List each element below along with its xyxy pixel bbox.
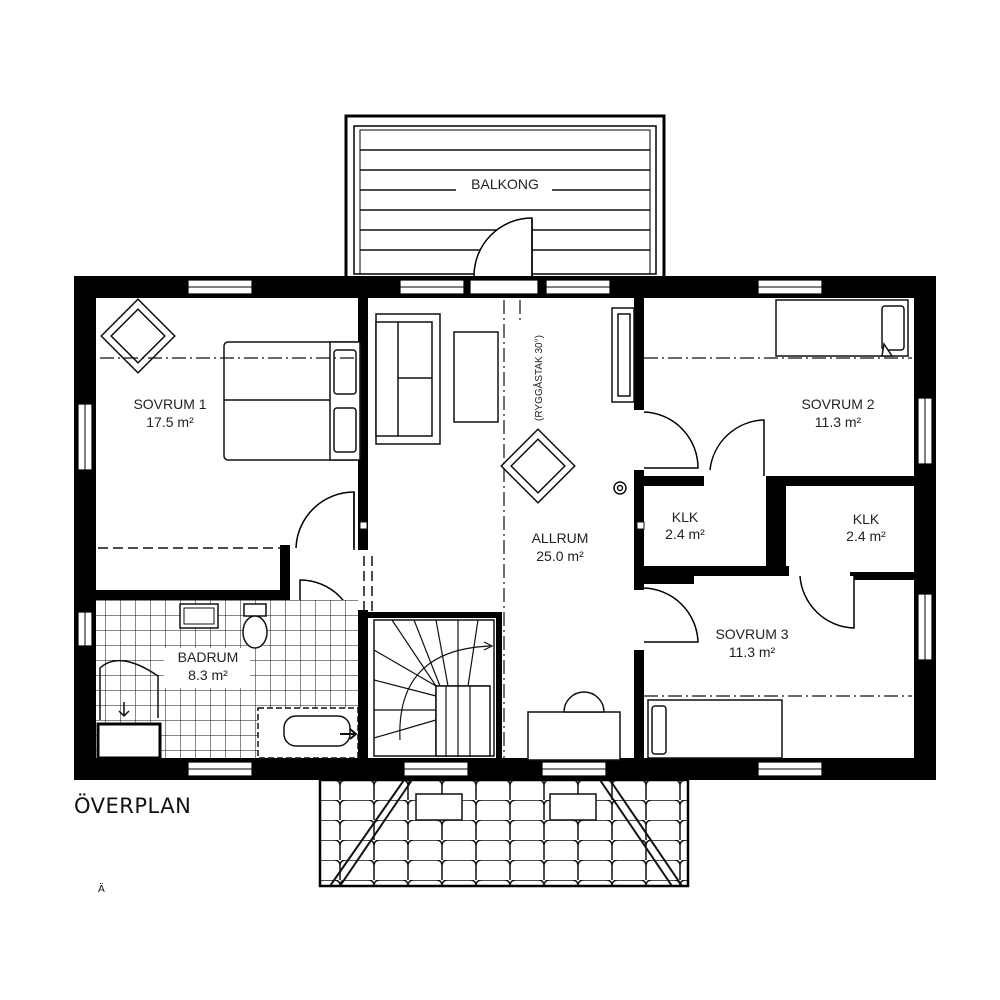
- room-area-sovrum2: 11.3 m²: [815, 414, 862, 430]
- eave-lines: [98, 547, 373, 612]
- room-name-klk2: KLK: [853, 511, 880, 527]
- wall-markers: [359, 521, 645, 530]
- room-area-sovrum1: 17.5 m²: [146, 414, 194, 430]
- room-area-klk1: 2.4 m²: [665, 526, 705, 542]
- room-area-badrum: 8.3 m²: [188, 667, 228, 683]
- interior-walls: [96, 298, 914, 760]
- single-beds: [647, 299, 909, 759]
- badrum: [96, 600, 359, 760]
- roof-annotation: (RYGGÅSTAK 30°): [532, 335, 545, 421]
- room-area-allrum: 25.0 m²: [536, 548, 584, 564]
- room-area-klk2: 2.4 m²: [846, 528, 886, 544]
- allrum-furniture: [375, 307, 635, 761]
- room-name-klk1: KLK: [672, 509, 699, 525]
- footnote-mark: Ä: [98, 884, 105, 895]
- room-name-sovrum1: SOVRUM 1: [133, 396, 206, 412]
- room-name-balkong: BALKONG: [471, 176, 539, 192]
- room-name-badrum: BADRUM: [178, 649, 239, 665]
- sovrum1-furniture: [100, 298, 361, 461]
- entrance-roof: [318, 778, 690, 888]
- roof-lines: [100, 300, 912, 758]
- room-name-allrum: ALLRUM: [532, 530, 589, 546]
- room-name-sovrum2: SOVRUM 2: [801, 396, 874, 412]
- plan-title: ÖVERPLAN: [74, 794, 192, 818]
- room-name-sovrum3: SOVRUM 3: [715, 626, 788, 642]
- room-area-sovrum3: 11.3 m²: [729, 644, 776, 660]
- staircase: [373, 619, 495, 757]
